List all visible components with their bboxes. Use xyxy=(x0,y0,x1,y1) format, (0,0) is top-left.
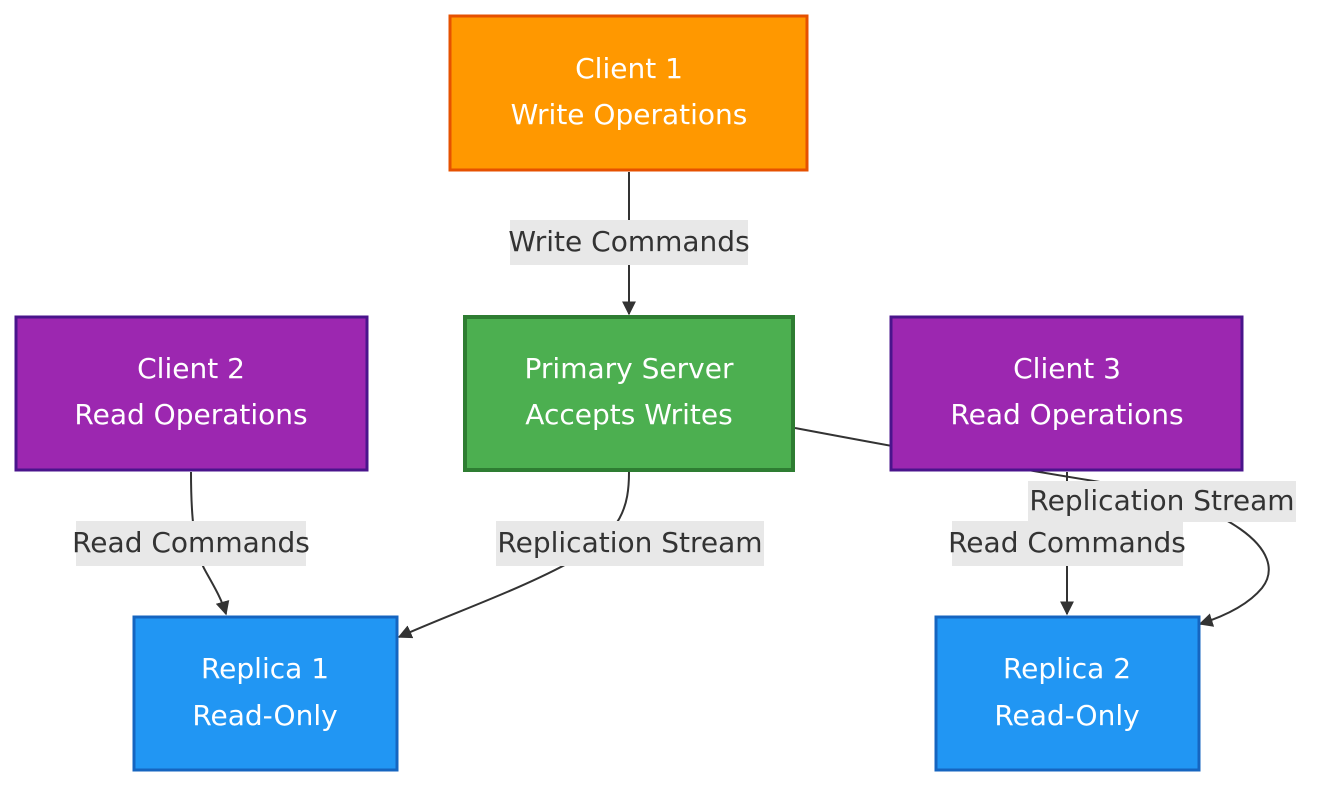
node-box xyxy=(934,615,1201,772)
edge-label: Read Commands xyxy=(72,526,310,559)
edge-label-write-commands: Write Commands xyxy=(508,220,750,265)
node-replica-2: Replica 2 Read-Only xyxy=(934,615,1201,772)
edge-label-read-commands-1: Read Commands xyxy=(72,521,310,566)
node-box xyxy=(889,315,1244,472)
edge-label: Read Commands xyxy=(948,526,1186,559)
node-subtitle: Accepts Writes xyxy=(525,398,732,431)
edge-read-commands-1 xyxy=(190,471,230,616)
edge-label-replication-1: Replication Stream xyxy=(496,521,764,566)
edge-label: Replication Stream xyxy=(1029,484,1294,517)
node-box xyxy=(463,315,795,472)
edge-label-read-commands-2: Read Commands xyxy=(948,521,1186,566)
edge-label-bg xyxy=(496,521,764,566)
node-client-1: Client 1 Write Operations xyxy=(448,14,809,172)
node-client-3: Client 3 Read Operations xyxy=(889,315,1244,472)
node-title: Client 2 xyxy=(137,352,245,385)
edge-label-bg xyxy=(952,521,1183,566)
edge-label-replication-2: Replication Stream xyxy=(1028,481,1296,522)
node-box xyxy=(14,315,369,472)
edge-label-bg xyxy=(1028,481,1296,522)
node-title: Replica 2 xyxy=(1003,652,1131,685)
node-box xyxy=(448,14,809,172)
edge-line xyxy=(190,471,230,616)
edge-label-bg xyxy=(510,220,748,265)
node-primary-server: Primary Server Accepts Writes xyxy=(463,315,795,472)
node-client-2: Client 2 Read Operations xyxy=(14,315,369,472)
node-subtitle: Write Operations xyxy=(511,98,748,131)
node-subtitle: Read-Only xyxy=(192,699,337,732)
node-subtitle: Read-Only xyxy=(994,699,1139,732)
node-title: Replica 1 xyxy=(201,652,329,685)
node-title: Primary Server xyxy=(525,352,734,385)
node-replica-1: Replica 1 Read-Only xyxy=(132,615,399,772)
edge-label: Write Commands xyxy=(508,225,749,258)
node-title: Client 1 xyxy=(575,52,683,85)
edge-label-bg xyxy=(76,521,306,566)
node-box xyxy=(132,615,399,772)
edge-label: Replication Stream xyxy=(497,526,762,559)
node-title: Client 3 xyxy=(1013,352,1121,385)
node-subtitle: Read Operations xyxy=(74,398,307,431)
node-subtitle: Read Operations xyxy=(950,398,1183,431)
